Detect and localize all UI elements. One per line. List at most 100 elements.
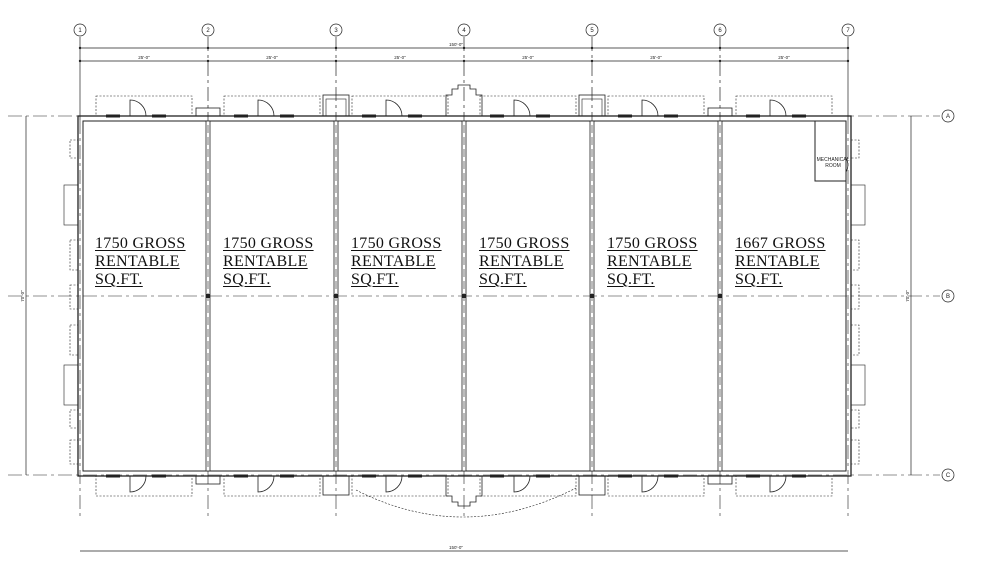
door-swing: [513, 99, 531, 117]
door-swing: [385, 99, 403, 117]
window: [792, 114, 806, 118]
canopy-outline: [479, 95, 577, 117]
door-swing: [769, 99, 787, 117]
door-swing: [257, 99, 275, 117]
dimension-tick: [590, 46, 594, 50]
grid-bubble-row: [941, 109, 955, 123]
dimension-tick: [590, 59, 594, 63]
pilaster: [195, 475, 221, 485]
canopy-outline: [735, 95, 833, 117]
unit-label-line2: RENTABLE: [735, 253, 820, 270]
dimension-text: 25'-0": [138, 55, 150, 60]
window: [280, 114, 294, 118]
plaza-arc: [355, 487, 577, 518]
dimension-tick: [206, 46, 210, 50]
pilaster: [707, 475, 733, 485]
unit-label-line1: 1750 GROSS: [95, 235, 186, 252]
side-feature: [850, 184, 866, 226]
window: [746, 114, 760, 118]
window: [618, 474, 632, 478]
window: [234, 114, 248, 118]
grid-bubble-column: [329, 23, 343, 37]
dimension-tick: [462, 46, 466, 50]
unit-label-line3: SQ.FT.: [95, 271, 143, 288]
grid-bubble-label: 4: [462, 28, 466, 34]
pilaster: [581, 98, 603, 117]
window: [490, 474, 504, 478]
side-feature: [63, 184, 79, 226]
dimension-tick: [78, 46, 82, 50]
pilaster: [707, 107, 733, 117]
grid-bubble-label: A: [946, 114, 950, 120]
door-swing: [257, 475, 275, 493]
dimension-tick: [334, 59, 338, 63]
side-feature: [69, 139, 79, 159]
pilaster: [325, 98, 347, 117]
window: [664, 114, 678, 118]
mechanical-room-label: MECHANICAL ROOM: [816, 157, 850, 169]
dimension-text: 150'-0": [449, 42, 463, 47]
dimension-tick: [206, 59, 210, 63]
window: [490, 114, 504, 118]
dimension-tick: [334, 46, 338, 50]
entry-feature: [445, 476, 483, 507]
window: [234, 474, 248, 478]
window: [664, 474, 678, 478]
grid-bubble-row: [941, 468, 955, 482]
unit-label-line2: RENTABLE: [351, 253, 436, 270]
canopy-outline: [223, 95, 321, 117]
grid-bubble-label: 1: [78, 28, 82, 34]
dimension-text: 25'-0": [778, 55, 790, 60]
window: [106, 114, 120, 118]
column: [590, 294, 594, 298]
side-feature: [850, 409, 860, 429]
door-swing: [513, 475, 531, 493]
unit-label-line2: RENTABLE: [95, 253, 180, 270]
side-feature: [69, 409, 79, 429]
side-feature: [69, 239, 79, 271]
dimension-tick: [846, 59, 850, 63]
dimension-text: 25'-0": [394, 55, 406, 60]
window: [536, 474, 550, 478]
canopy-outline: [607, 95, 705, 117]
grid-bubble-column: [457, 23, 471, 37]
dimension-tick: [718, 59, 722, 63]
column: [718, 294, 722, 298]
side-feature: [63, 364, 79, 406]
pilaster: [322, 475, 350, 496]
canopy-outline: [735, 475, 833, 497]
dimension-tick: [846, 46, 850, 50]
unit-label-line2: RENTABLE: [607, 253, 692, 270]
unit-label-line1: 1750 GROSS: [479, 235, 570, 252]
unit-label-line3: SQ.FT.: [223, 271, 271, 288]
door-swing: [641, 475, 659, 493]
mechanical-room: [814, 120, 847, 182]
door-swing: [385, 475, 403, 493]
grid-bubble-label: 3: [334, 28, 338, 34]
grid-bubble-label: 2: [206, 28, 210, 34]
unit-label-line2: RENTABLE: [223, 253, 308, 270]
window: [408, 114, 422, 118]
side-feature: [850, 439, 860, 465]
grid-bubble-label: 7: [846, 28, 850, 34]
window: [152, 474, 166, 478]
dimension-text: 150'-0": [449, 545, 463, 550]
dimension-tick: [78, 59, 82, 63]
unit-label-line2: RENTABLE: [479, 253, 564, 270]
side-feature: [850, 364, 866, 406]
window: [280, 474, 294, 478]
canopy-outline: [479, 475, 577, 497]
side-feature: [850, 284, 860, 310]
dimension-text: 25'-0": [266, 55, 278, 60]
pilaster: [195, 107, 221, 117]
grid-bubble-column: [713, 23, 727, 37]
canopy-outline: [95, 475, 193, 497]
unit-label-line3: SQ.FT.: [607, 271, 655, 288]
canopy-outline: [351, 95, 449, 117]
dimension-text: 70'-0": [20, 290, 25, 302]
